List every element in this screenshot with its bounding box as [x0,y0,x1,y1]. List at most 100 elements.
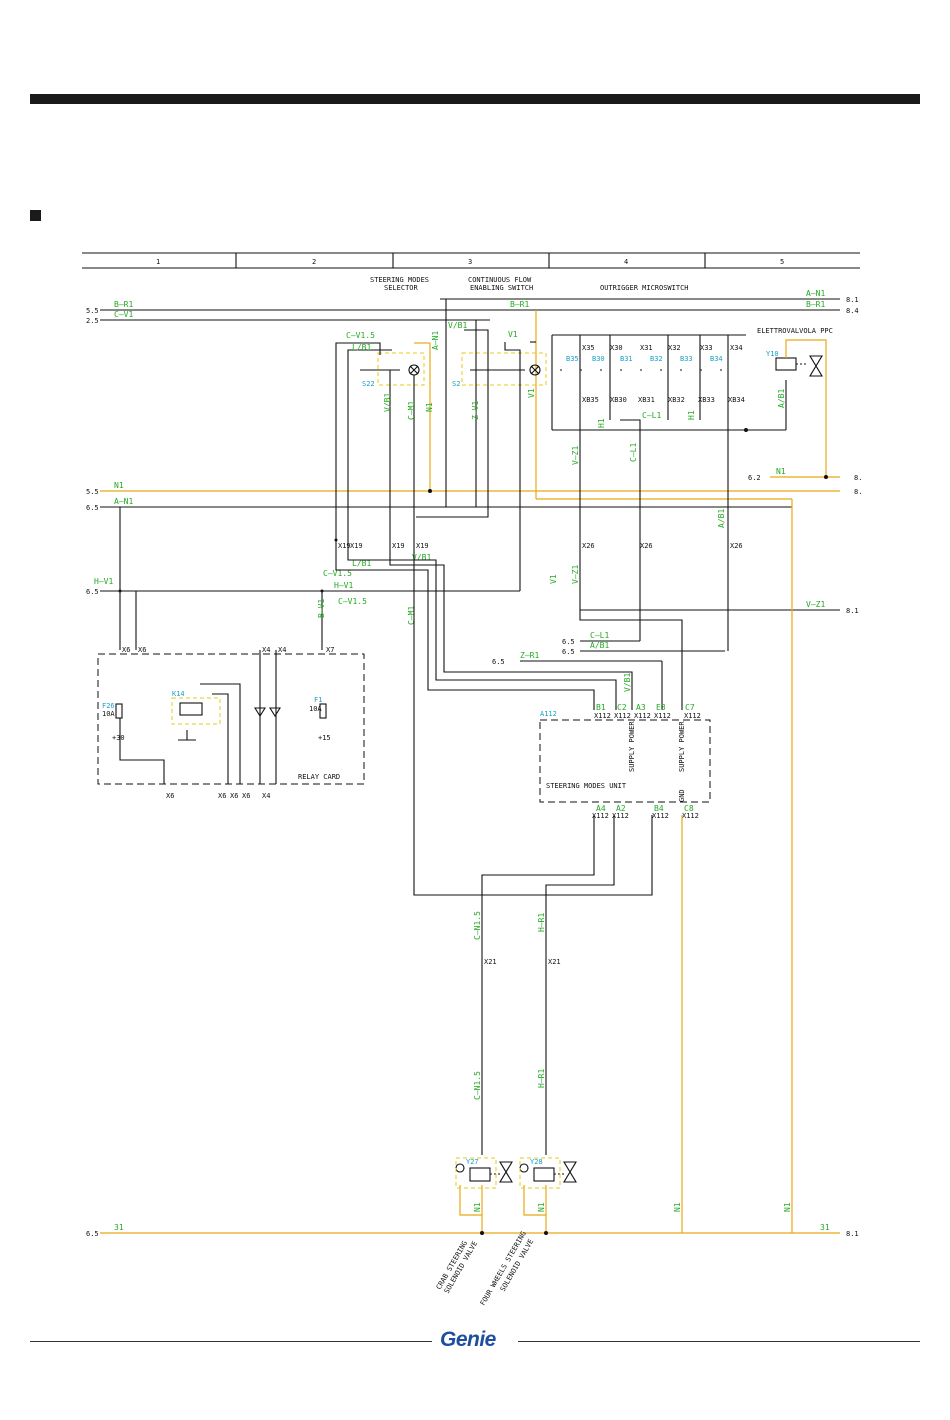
header-bar [30,94,920,104]
wire-label: V/B1 [383,393,392,412]
wire-label: B–R1 [114,300,133,309]
component-label: +30 [112,734,125,742]
wire-label: H–R1 [537,913,546,932]
bus-wires [100,298,840,1234]
wire-label: C–N1.5 [473,1071,482,1100]
pin-label: C2 [617,703,627,712]
component-label: F1 [314,696,322,704]
wire-label: A/B1 [777,389,786,408]
connector-label: XB33 [698,396,715,404]
component-label: F26 [102,702,115,710]
ref-label: 2.5 [86,317,99,325]
connector-label: X19 [350,542,363,550]
wire-label: V/B1 [448,321,467,330]
component-label: B35 [566,355,579,363]
connector-label: X6 [218,792,226,800]
valve-y28 [519,1157,577,1189]
wire-label: B–R1 [510,300,529,309]
connector-label: X112 [594,712,611,720]
connector-label: X26 [582,542,595,550]
pin-label: C8 [684,804,694,813]
wire-label: A/B1 [590,641,609,650]
ref-label: 8. [854,488,862,496]
connector-label: X19 [392,542,405,550]
wire-label: V1 [549,574,558,584]
valve-y27 [455,1157,513,1189]
pin-label: E3 [656,703,666,712]
column-label: 5 [780,258,784,266]
connector-label: X112 [682,812,699,820]
selector-title: STEERING MODES [370,276,429,284]
column-label: 2 [312,258,316,266]
ref-label: 6.5 [86,1230,99,1238]
connector-label: X32 [668,344,681,352]
wire-label: A/B1 [717,509,726,528]
a112-wiring [119,507,683,896]
smu-pin-label: GND [678,789,686,802]
connector-label: X33 [700,344,713,352]
ref-label: 6.2 [748,474,761,482]
flow-switch-title: ENABLING SWITCH [470,284,533,292]
connector-label: X30 [610,344,623,352]
component-label: K14 [172,690,185,698]
connector-label: X26 [730,542,743,550]
wire-label: H–V1 [334,581,353,590]
wire-label: A–N1 [431,331,440,350]
connector-label: X112 [684,712,701,720]
connector-label: X112 [652,812,669,820]
pin-label: A4 [596,804,606,813]
component-label: 10A [309,705,322,713]
steering-modes-unit [539,719,711,803]
wire-label: N1 [473,1202,482,1212]
ref-label: 5.5 [86,307,99,315]
outrigger-switches [551,334,787,651]
relay-card [97,650,365,785]
section-bullet [30,210,41,221]
connector-label: X112 [592,812,609,820]
wire-label: N1 [537,1202,546,1212]
wire-label: C–L1 [590,631,609,640]
connector-label: X6 [122,646,130,654]
wire-label: 31 [114,1223,124,1232]
ref-label: 6.5 [86,504,99,512]
component-label: S22 [362,380,375,388]
component-label: Y27 [466,1158,479,1166]
wire-label: L/B1 [352,559,371,568]
connector-label: X19 [416,542,429,550]
wire-label: V–Z1 [571,565,580,584]
footer-rule [518,1341,920,1342]
column-label: 4 [624,258,628,266]
ref-label: 8. [854,474,862,482]
connector-label: X35 [582,344,595,352]
wire-label: N1 [783,1202,792,1212]
flow-switch-title: CONTINUOUS FLOW [468,276,532,284]
column-label: 1 [156,258,160,266]
connector-label: X6 [138,646,146,654]
connector-label: X4 [262,792,270,800]
connector-label: X7 [326,646,334,654]
ref-label: 8.1 [846,296,859,304]
wire-label: V/B1 [623,673,632,692]
valve-caption: FOUR WHEELS STEERING [479,1230,528,1307]
wire-label: V/B1 [412,553,431,562]
connector-label: X21 [484,958,497,966]
connector-label: X26 [640,542,653,550]
component-label: B34 [710,355,723,363]
selector-wiring [335,299,536,591]
wire-label: C–M1 [407,606,416,625]
wire-label: C–L1 [642,411,661,420]
wire-label: H–V1 [94,577,113,586]
ref-label: 6.5 [492,658,505,666]
connector-label: X112 [634,712,651,720]
relay-card-label: RELAY CARD [298,773,340,781]
wire-label: A–N1 [806,289,825,298]
smu-pin-label: SUPPLY POWER [678,721,686,772]
wire-label: C–M1 [407,401,416,420]
ref-label: 6.5 [562,638,575,646]
wire-label: H–R1 [537,1069,546,1088]
component-label: B32 [650,355,663,363]
wire-label: 31 [820,1223,830,1232]
component-label: 10A [102,710,115,718]
wire-label: H1 [597,418,606,428]
